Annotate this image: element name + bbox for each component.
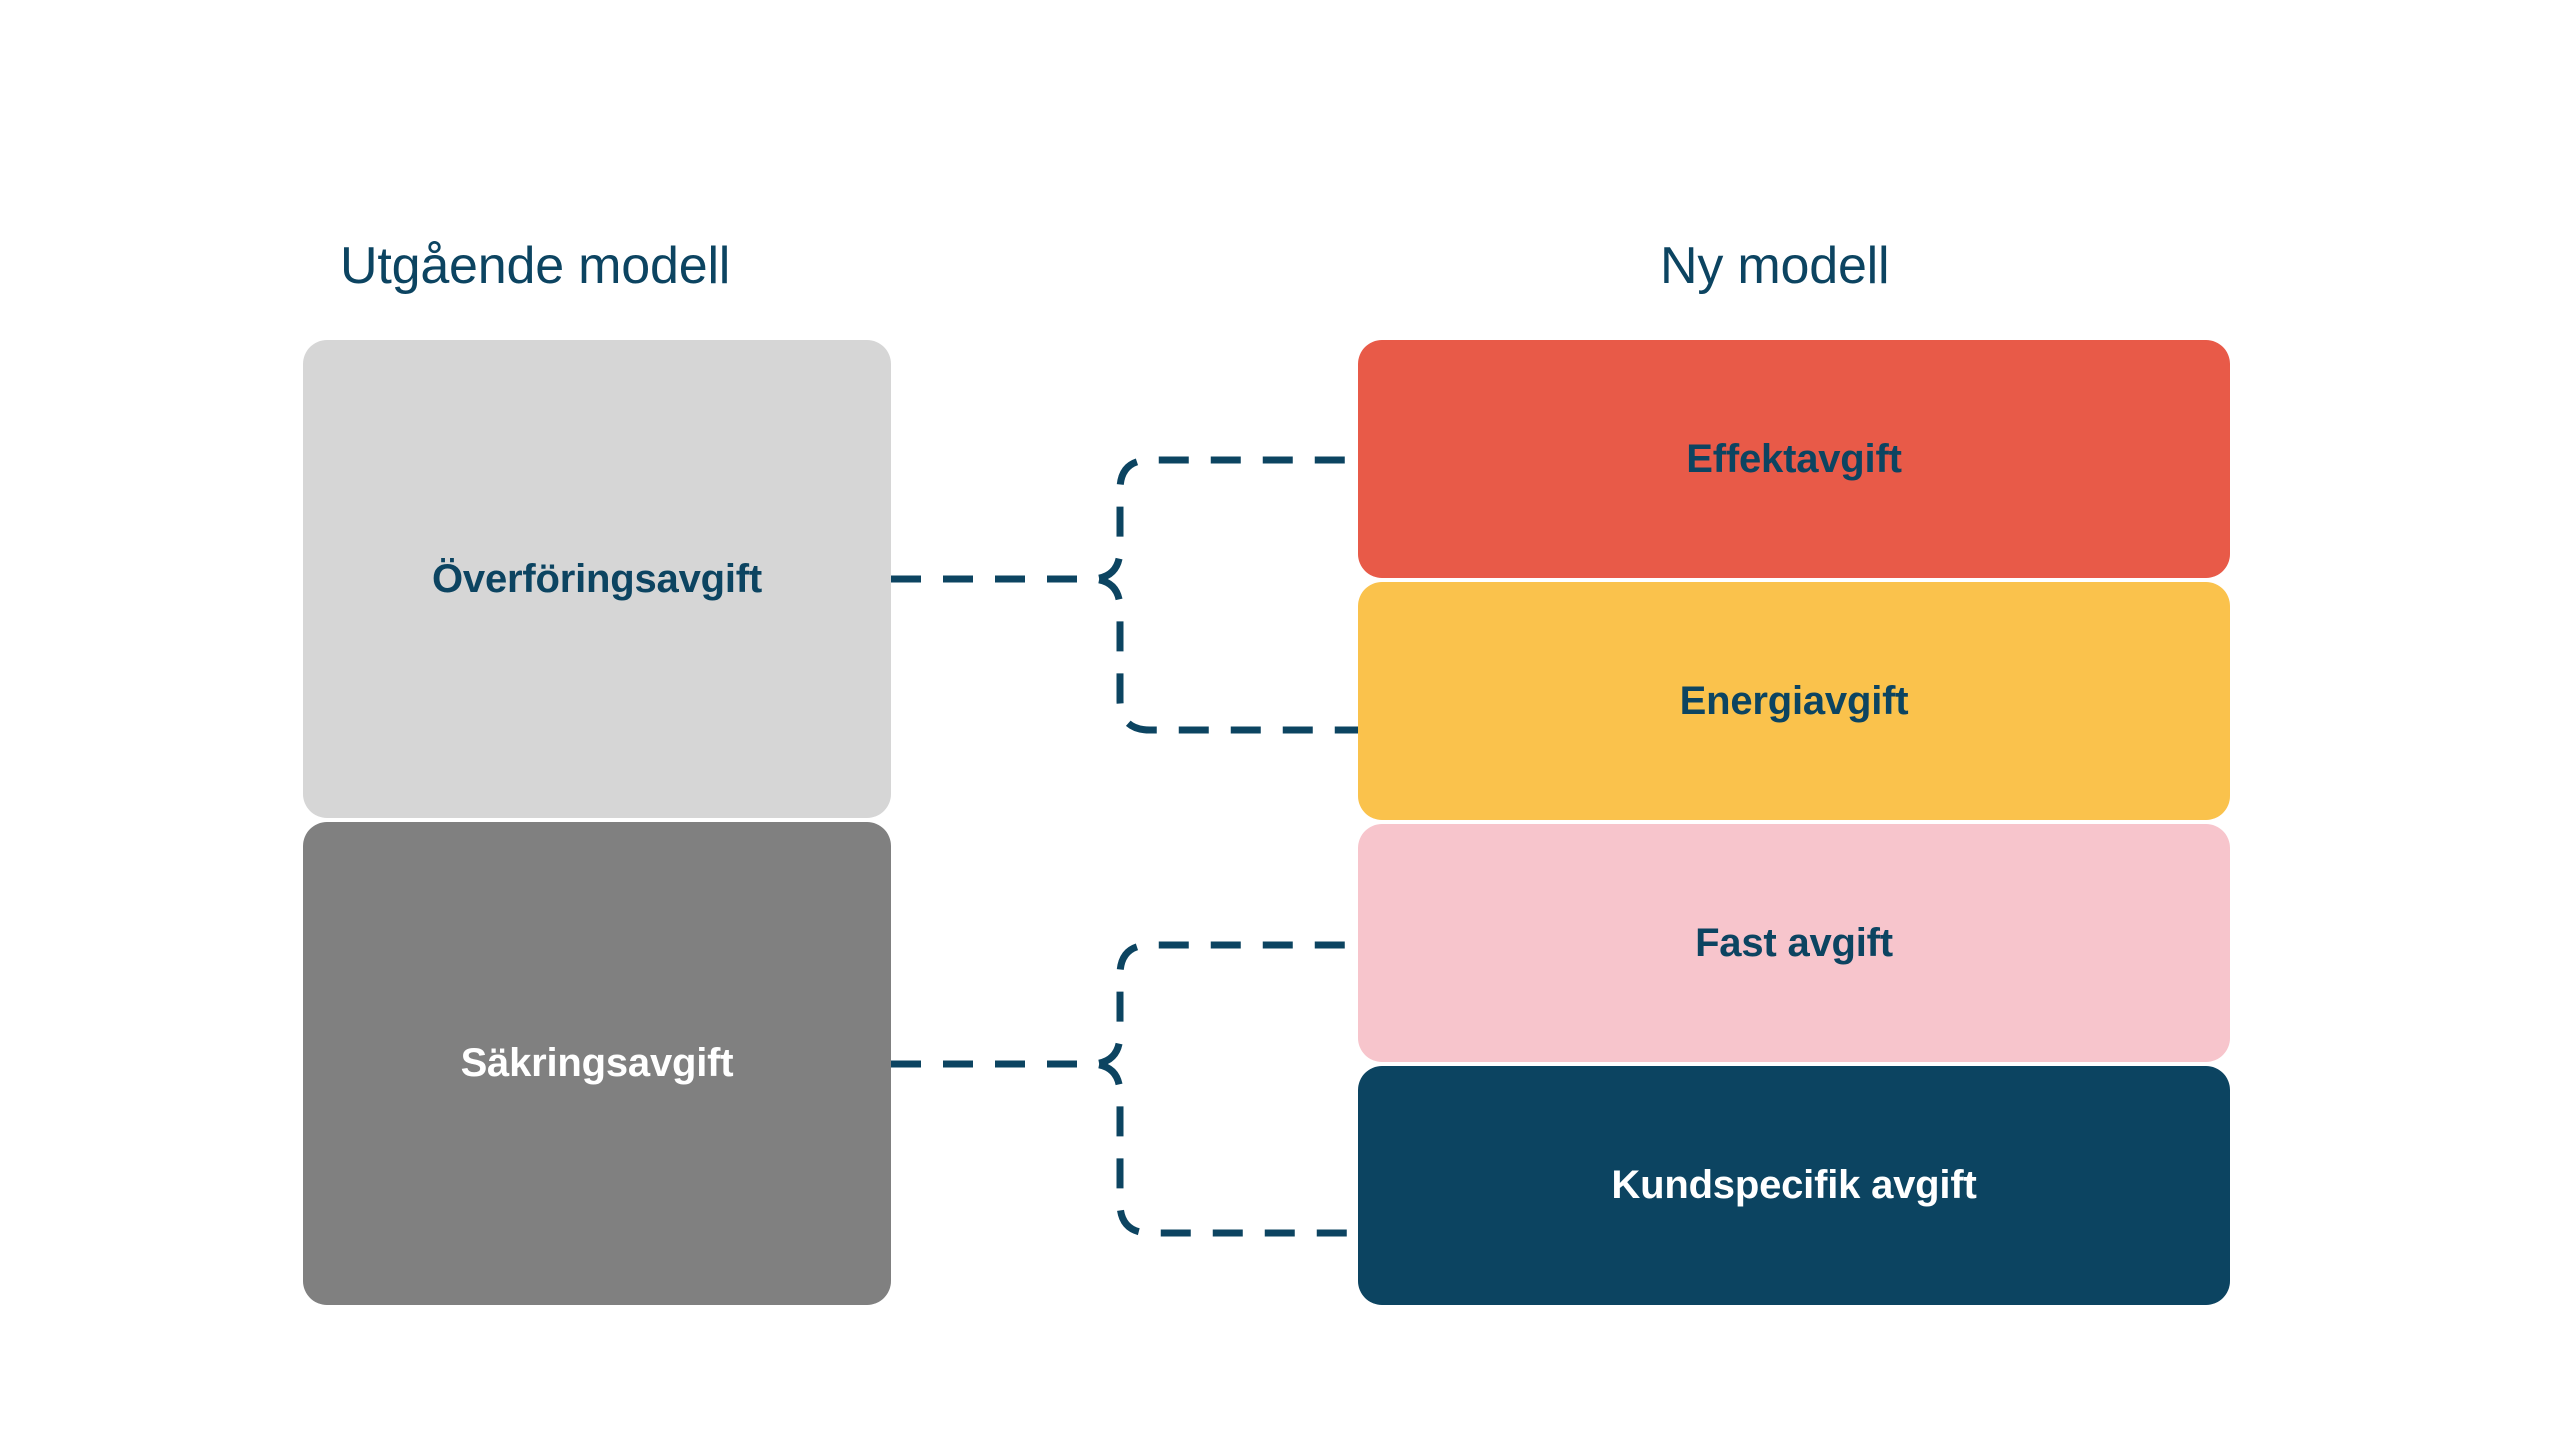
box-fast-avgift[interactable]: Fast avgift [1358,824,2230,1062]
connector-overforingsavgift-to-energiavgift [891,575,1358,734]
column-heading-new-model: Ny modell [1660,237,1890,295]
box-kundspecifik-avgift[interactable]: Kundspecifik avgift [1358,1066,2230,1305]
column-heading-old-model: Utgående modell [340,237,731,295]
box-overforingsavgift[interactable]: Överföringsavgift [303,340,891,818]
connector-overforingsavgift-to-effektavgift [891,456,1358,583]
connector-sakringsavgift-to-kundspecifik-avgift [891,1060,1358,1237]
box-sakringsavgift[interactable]: Säkringsavgift [303,822,891,1305]
box-effektavgift[interactable]: Effektavgift [1358,340,2230,578]
connector-sakringsavgift-to-fast-avgift [891,941,1358,1068]
box-energiavgift[interactable]: Energiavgift [1358,582,2230,820]
